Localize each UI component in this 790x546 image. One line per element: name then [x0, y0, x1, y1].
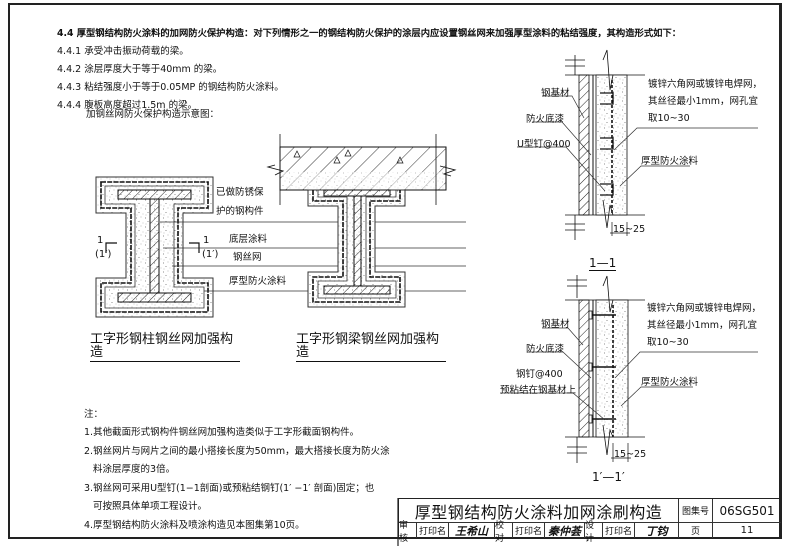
- note-line-1: 1.其他截面形式钢构件钢丝网加强构造类似于工字形截面钢构件。: [84, 427, 360, 438]
- s1p-thick-coating: 厚型防火涂料: [641, 377, 699, 388]
- drawing-title: 厚型钢结构防火涂料加网涂刷构造: [399, 499, 679, 523]
- s11-mesh-line-1: 镀锌六角网或镀锌电焊网，: [648, 79, 763, 90]
- review-print-name-label: 打印名: [417, 523, 449, 538]
- page-label: 页: [679, 523, 713, 538]
- section-mark-right-alt: (1′): [202, 249, 219, 260]
- design-label: 设计: [585, 521, 603, 544]
- label-protected-member-2: 护的钢构件: [216, 206, 264, 217]
- s1p-steel-base: 钢基材: [541, 319, 570, 330]
- label-primer: 底层涂料: [229, 234, 268, 245]
- review-label: 审核: [399, 521, 417, 544]
- section-mark-right: [189, 242, 200, 253]
- note-line-2: 2.钢丝网片与网片之间的最小搭接长度为50mm，最大搭接长度为防火涂: [84, 446, 390, 457]
- spec-item-2: 4.4.2 涂层厚度大于等于40mm 的梁。: [57, 64, 223, 75]
- s11-fire-primer: 防火底漆: [526, 114, 565, 125]
- spec-item-3: 4.4.3 粘结强度小于等于0.05MP 的钢结构防火涂料。: [57, 82, 284, 93]
- s1p-nail-2: 预粘结在钢基材上: [500, 385, 577, 396]
- note-line-6: 4.厚型钢结构防火涂料及喷涂构造见本图集第10页。: [84, 520, 305, 531]
- s11-mesh-line-3: 取10~30: [648, 113, 690, 124]
- check-print-name-label: 打印名: [513, 523, 545, 538]
- s11-title: 1—1: [589, 256, 617, 271]
- section-mark-left-alt: (1′): [95, 249, 112, 260]
- label-wire-mesh: 钢丝网: [233, 252, 262, 263]
- s11-dimension: 15~25: [613, 224, 646, 235]
- section-1-1-drawing: [517, 49, 758, 240]
- section-mark-left-num: 1: [97, 235, 104, 246]
- atlas-number: 06SG501: [713, 499, 781, 523]
- note-line-4: 3.钢丝网可采用U型钉(1−1剖面)或预粘结钢钉(1′ −1′ 剖面)固定；也: [84, 483, 375, 494]
- column-caption: 工字形钢柱钢丝网加强构造: [90, 333, 240, 362]
- s1p-fire-primer: 防火底漆: [526, 344, 565, 355]
- label-thick-coating: 厚型防火涂料: [229, 276, 287, 287]
- check-label: 校对: [495, 521, 513, 544]
- atlas-label: 图集号: [679, 499, 713, 523]
- s1p-dimension: 15~25: [614, 449, 647, 460]
- section-mark-left: [105, 242, 117, 253]
- column-i-section: [95, 176, 214, 318]
- s1p-mesh-line-2: 其丝径最小1mm，网孔宜: [647, 320, 758, 331]
- section-mark-right-num: 1: [203, 235, 210, 246]
- s1p-nail-1: 钢钉@400: [516, 369, 563, 380]
- diagram-intro: 加钢丝网防火保护构造示意图：: [86, 109, 220, 120]
- s1p-mesh-line-1: 镀锌六角网或镀锌电焊网，: [647, 303, 762, 314]
- s11-steel-base: 钢基材: [541, 88, 570, 99]
- note-line-5: 可按照具体单项工程设计。: [84, 501, 208, 512]
- notes-heading: 注：: [84, 409, 104, 420]
- reviewer-signature: 王希山: [449, 523, 495, 538]
- s11-nail: U型钉@400: [517, 139, 571, 150]
- s1p-title: 1′—1′: [592, 470, 625, 484]
- design-print-name-label: 打印名: [603, 523, 635, 538]
- checker-signature: 秦仲荟: [545, 523, 585, 538]
- designer-signature: 丁钧: [635, 523, 679, 538]
- beam-caption: 工字形钢梁钢丝网加强构造: [296, 333, 446, 362]
- spec-heading: 4.4 厚型钢结构防火涂料的加网防火保护构造：对下列情形之一的钢结构防火保护的涂…: [57, 28, 682, 39]
- s11-thick-coating: 厚型防火涂料: [641, 156, 699, 167]
- s11-mesh-line-2: 其丝径最小1mm，网孔宜: [648, 96, 759, 107]
- beam-with-slab: [266, 134, 457, 308]
- label-protected-member-1: 已做防锈保: [216, 187, 264, 198]
- spec-item-4: 4.4.4 腹板高度超过1.5m 的梁。: [57, 100, 198, 111]
- spec-item-1: 4.4.1 承受冲击振动荷载的梁。: [57, 46, 189, 57]
- drawing-frame: [8, 3, 782, 539]
- s1p-mesh-line-3: 取10~30: [647, 337, 689, 348]
- title-block: 厚型钢结构防火涂料加网涂刷构造 图集号 06SG501 审核 打印名 王希山 校…: [398, 498, 782, 544]
- page-number: 11: [740, 525, 754, 536]
- section-1p-1p-drawing: [500, 275, 758, 463]
- note-line-3: 料涂层厚度的3倍。: [84, 464, 176, 475]
